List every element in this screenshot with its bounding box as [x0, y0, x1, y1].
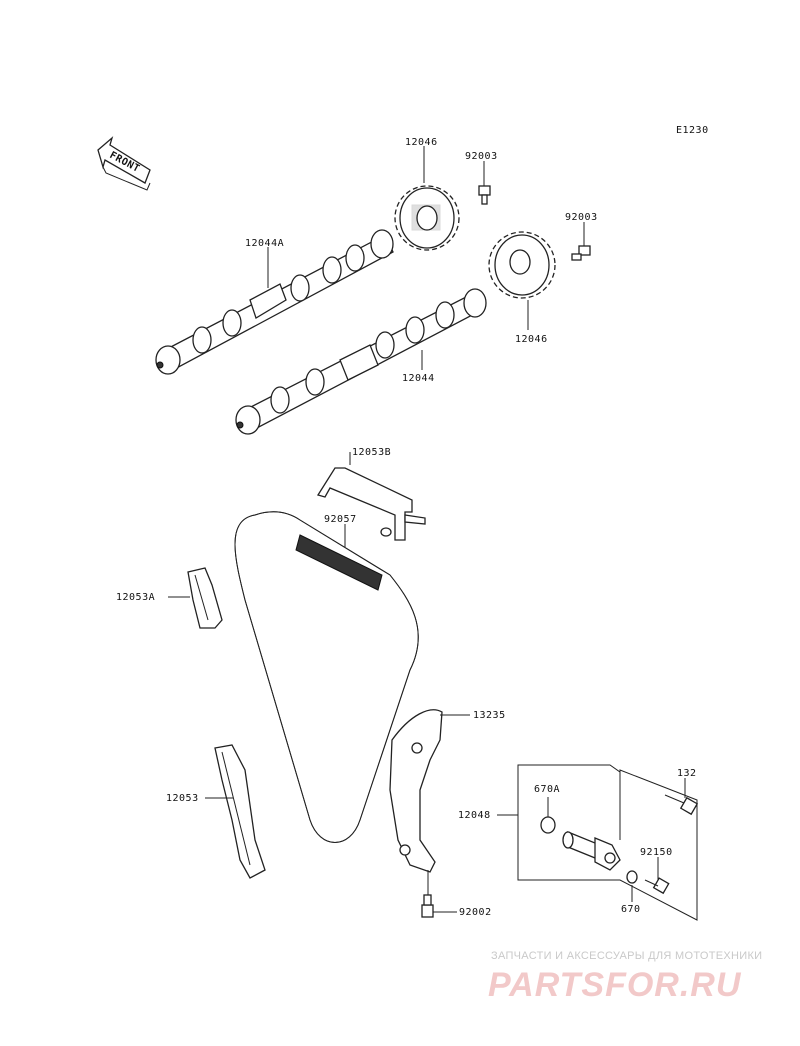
tensioner-body — [562, 831, 621, 871]
tensioner-guide-13235 — [389, 709, 443, 873]
tensioner-assembly-box — [517, 764, 698, 921]
cam-chain-92057 — [234, 511, 419, 843]
part-12053A: 12053A — [116, 592, 155, 603]
part-12053: 12053 — [166, 793, 199, 804]
chain-guide-12053A — [187, 567, 223, 629]
part-12044: 12044 — [402, 373, 435, 384]
part-12046-right: 12046 — [515, 334, 548, 345]
part-13235: 13235 — [473, 710, 506, 721]
part-670: 670 — [621, 904, 641, 915]
chain-guide-12053B — [316, 467, 426, 541]
cam-sprocket-top — [394, 185, 460, 251]
bolt-92150 — [644, 877, 670, 895]
front-arrow-icon: FRONT — [97, 136, 151, 191]
watermark-logo: PARTSFOR.RU — [488, 966, 742, 1004]
bolt-92003-top — [478, 185, 491, 205]
bolt-132 — [664, 794, 699, 816]
part-92003-right: 92003 — [565, 212, 598, 223]
part-12044A: 12044A — [245, 238, 284, 249]
bolt-92002 — [421, 894, 434, 918]
camshaft-12044 — [235, 288, 487, 435]
part-12053B: 12053B — [352, 447, 391, 458]
watermark-tagline: ЗАПЧАСТИ И АКСЕССУАРЫ ДЛЯ МОТОТЕХНИКИ — [491, 950, 763, 962]
cam-sprocket-right — [488, 231, 556, 299]
part-92003-top: 92003 — [465, 151, 498, 162]
diagram-code: E1230 — [676, 125, 709, 136]
o-ring-670A — [540, 816, 556, 834]
chain-guide-12053 — [214, 744, 266, 879]
part-12046-top: 12046 — [405, 137, 438, 148]
part-132: 132 — [677, 768, 697, 779]
camshaft-12044A — [155, 229, 394, 375]
part-670A: 670A — [534, 784, 560, 795]
part-92002: 92002 — [459, 907, 492, 918]
part-92150: 92150 — [640, 847, 673, 858]
o-ring-670 — [626, 870, 638, 884]
part-12048: 12048 — [458, 810, 491, 821]
part-92057: 92057 — [324, 514, 357, 525]
bolt-92003-right — [571, 245, 591, 261]
